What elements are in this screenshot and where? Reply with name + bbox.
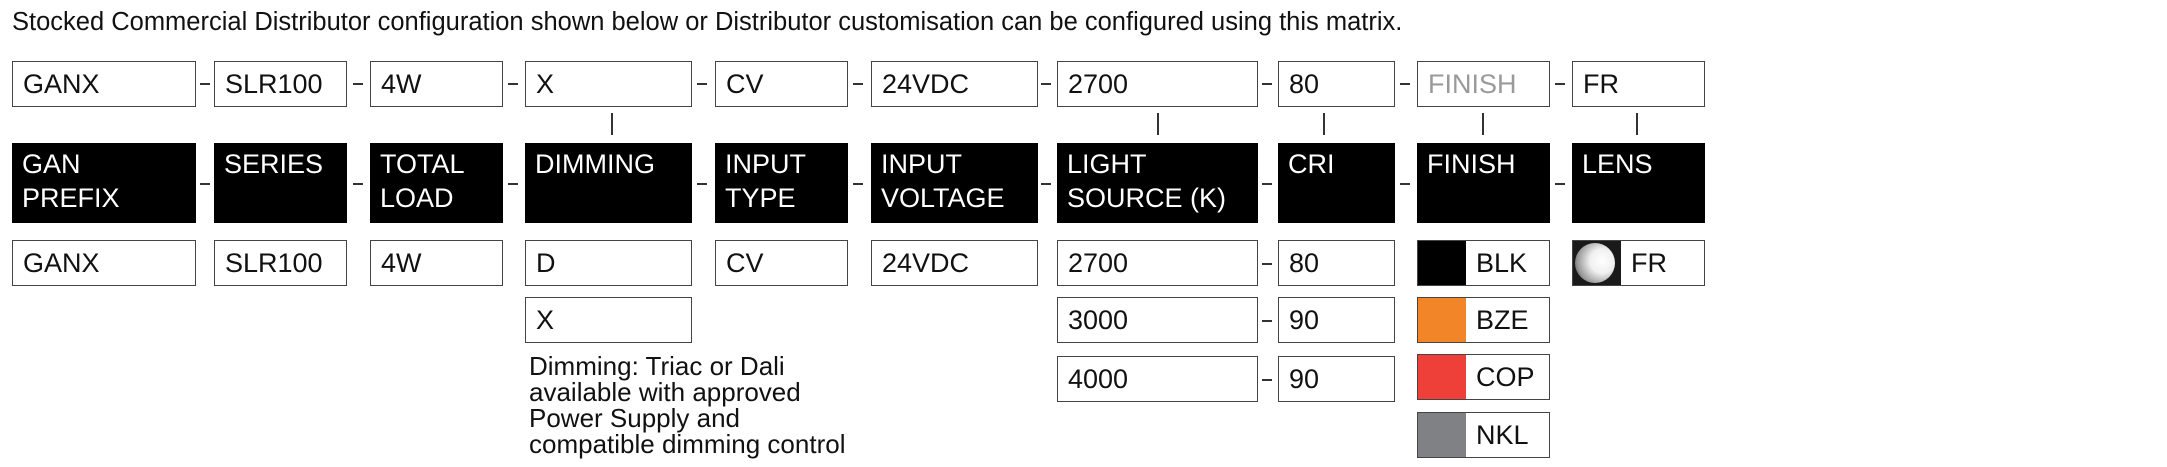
config-total-load[interactable]: 4W: [370, 61, 503, 107]
config-series[interactable]: SLR100: [214, 61, 347, 107]
separator-dash: [1262, 379, 1272, 381]
config-lens[interactable]: FR: [1572, 61, 1705, 107]
config-value: 24VDC: [882, 68, 970, 99]
connector-line: [1636, 113, 1638, 135]
connector-line: [611, 113, 613, 135]
separator-dash: [353, 183, 363, 185]
separator-dash: [508, 183, 518, 185]
header-dimming: DIMMING: [525, 143, 692, 223]
header-lens: LENS: [1572, 143, 1705, 223]
config-value: CV: [726, 68, 764, 99]
separator-dash: [1041, 183, 1051, 185]
finish-swatch: [1418, 413, 1466, 457]
config-cri[interactable]: 80: [1278, 61, 1395, 107]
config-light-source[interactable]: 2700: [1057, 61, 1258, 107]
finish-swatch: [1418, 241, 1466, 285]
option-input-voltage[interactable]: 24VDC: [871, 240, 1038, 286]
finish-label: COP: [1476, 361, 1535, 392]
separator-dash: [1262, 320, 1272, 322]
option-input-type[interactable]: CV: [715, 240, 848, 286]
separator-dash: [697, 83, 707, 85]
option-dimming[interactable]: X: [525, 297, 692, 343]
config-value: GANX: [23, 68, 100, 99]
option-light-source[interactable]: 2700: [1057, 240, 1258, 286]
intro-text: Stocked Commercial Distributor configura…: [12, 8, 1403, 36]
separator-dash: [508, 83, 518, 85]
config-value: FR: [1583, 68, 1619, 99]
config-gan-prefix[interactable]: GANX: [12, 61, 196, 107]
config-value: 80: [1289, 68, 1320, 99]
option-light-source[interactable]: 3000: [1057, 297, 1258, 343]
finish-option-blk[interactable]: BLK: [1417, 240, 1550, 286]
separator-dash: [853, 183, 863, 185]
finish-label: NKL: [1476, 419, 1529, 450]
option-cri[interactable]: 90: [1278, 297, 1395, 343]
config-dimming[interactable]: X: [525, 61, 692, 107]
header-finish: FINISH: [1417, 143, 1550, 223]
config-value: 4W: [381, 68, 422, 99]
option-cri[interactable]: 90: [1278, 356, 1395, 402]
lens-option-fr[interactable]: FR: [1572, 240, 1705, 286]
option-dimming[interactable]: D: [525, 240, 692, 286]
separator-dash: [1041, 83, 1051, 85]
separator-dash: [1400, 183, 1410, 185]
config-value: SLR100: [225, 68, 323, 99]
option-cri[interactable]: 80: [1278, 240, 1395, 286]
connector-line: [1482, 113, 1484, 135]
finish-swatch: [1418, 355, 1466, 399]
separator-dash: [1262, 183, 1272, 185]
finish-label: BZE: [1476, 304, 1529, 335]
finish-option-cop[interactable]: COP: [1417, 354, 1550, 400]
finish-option-bze[interactable]: BZE: [1417, 297, 1550, 343]
finish-option-nkl[interactable]: NKL: [1417, 412, 1550, 458]
header-cri: CRI: [1278, 143, 1395, 223]
config-finish[interactable]: FINISH: [1417, 61, 1550, 107]
option-gan-prefix[interactable]: GANX: [12, 240, 196, 286]
config-value: X: [536, 68, 555, 99]
separator-dash: [1262, 83, 1272, 85]
separator-dash: [1262, 263, 1272, 265]
finish-swatch: [1418, 298, 1466, 342]
connector-line: [1323, 113, 1325, 135]
separator-dash: [200, 183, 210, 185]
frosted-lens-icon: [1573, 241, 1621, 285]
connector-line: [1157, 113, 1159, 135]
separator-dash: [200, 83, 210, 85]
option-series[interactable]: SLR100: [214, 240, 347, 286]
separator-dash: [1555, 183, 1565, 185]
config-value: 2700: [1068, 68, 1129, 99]
lens-label: FR: [1631, 247, 1667, 278]
option-light-source[interactable]: 4000: [1057, 356, 1258, 402]
separator-dash: [697, 183, 707, 185]
separator-dash: [1400, 83, 1410, 85]
dimming-note: Dimming: Triac or Dali available with ap…: [529, 351, 846, 459]
separator-dash: [853, 83, 863, 85]
option-total-load[interactable]: 4W: [370, 240, 503, 286]
separator-dash: [353, 83, 363, 85]
config-placeholder: FINISH: [1428, 68, 1517, 99]
header-series: SERIES: [214, 143, 347, 223]
config-input-voltage[interactable]: 24VDC: [871, 61, 1038, 107]
finish-label: BLK: [1476, 247, 1528, 278]
config-input-type[interactable]: CV: [715, 61, 848, 107]
separator-dash: [1555, 83, 1565, 85]
